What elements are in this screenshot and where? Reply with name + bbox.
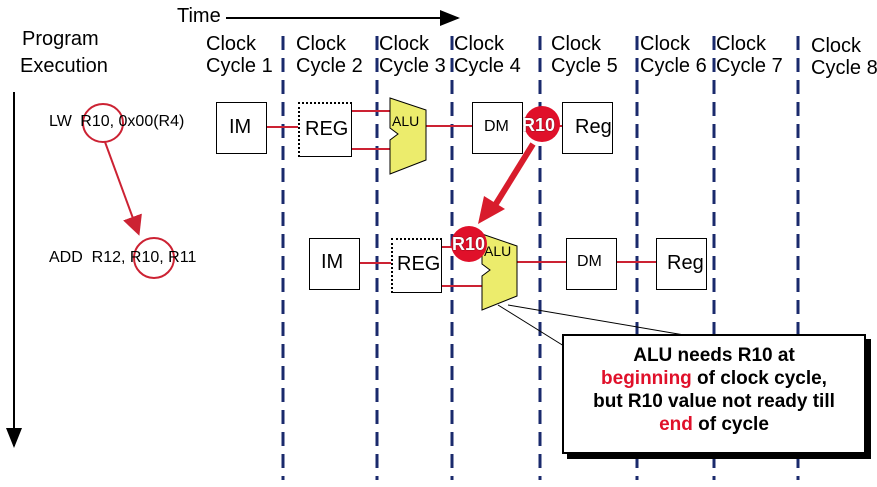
lw-im-label: IM [229,116,252,138]
add-reg-stage [391,238,442,293]
clock-cycle-3-line1: Clock [379,33,430,55]
callout-beginning-word: beginning [601,368,692,389]
clock-cycle-7-line1: Clock [716,33,767,55]
add-instruction: ADD R12, R10, R11 [49,250,196,266]
lw-instruction: LW R10, 0x00(R4) [49,114,184,130]
add-r10-circle [133,237,175,279]
callout-end-word: end [659,414,693,435]
clock-cycle-5-line2: Cycle 5 [551,55,618,77]
add-dm-label: DM [577,253,602,270]
add-r10-badge [451,226,487,262]
clock-cycle-4-line1: Clock [454,33,505,55]
callout-line-1: ALU needs R10 at [633,345,795,366]
lw-opcode: LW [49,113,72,130]
time-label: Time [177,5,221,27]
clock-cycle-7-line2: Cycle 7 [716,55,783,77]
lw-r10-badge [524,106,560,142]
add-reg-label: REG [397,253,441,275]
forwarding-arrow [491,142,536,209]
add-r10-badge-label: R10 [452,234,486,254]
add-im-label: IM [321,251,344,273]
clock-cycle-1-line2: Cycle 1 [206,55,273,77]
add-operands: , R11 [159,249,197,266]
callout-pointer-b [507,304,691,337]
callout-line-2: beginning of clock cycle, [564,367,864,390]
callout-line-3: but R10 value not ready till [593,391,835,412]
lw-r10-circle [82,103,124,143]
add-opcode: ADD R12, [49,249,130,266]
add-dm-stage [566,238,617,290]
add-im-stage [309,238,360,290]
lw-r10-badge-label: R10 [522,115,556,135]
clock-cycle-2-line2: Cycle 2 [296,55,363,77]
add-wb-label: Reg [667,252,704,274]
execution-label: Execution [20,55,108,77]
lw-reg-stage [298,102,352,157]
lw-dm-stage [472,102,523,154]
clock-cycle-8-line1: Clock [811,35,862,57]
add-alu-shape [481,233,518,311]
clock-cycle-8-line2: Cycle 8 [811,57,877,79]
clock-cycle-6-line2: Cycle 6 [640,55,707,77]
clock-cycle-4-line2: Cycle 4 [454,55,521,77]
lw-operands: , 0x00(R4) [109,113,185,130]
add-alu-label: ALU [484,243,512,259]
lw-dm-label: DM [484,118,509,135]
hazard-callout: ALU needs R10 at beginning of clock cycl… [562,334,866,454]
callout-line-2-rest: of clock cycle, [691,368,827,389]
clock-cycle-6-line1: Clock [640,33,691,55]
lw-im-stage [216,102,267,154]
lw-alu-shape [389,97,427,175]
add-wb-stage [656,238,707,290]
callout-line-4-rest: of cycle [692,414,769,435]
lw-alu-label: ALU [392,113,420,129]
callout-line-4: end of cycle [564,413,864,436]
dependency-arrow [104,141,142,236]
clock-cycle-3-line2: Cycle 3 [379,55,446,77]
program-label: Program [22,28,99,50]
lw-reg-label: REG [305,118,349,140]
clock-cycle-2-line1: Clock [296,33,347,55]
clock-cycle-1-line1: Clock [206,33,257,55]
forwarding-arrow-head [478,196,505,224]
lw-wb-label: Reg [575,116,612,138]
lw-wb-stage [562,102,613,154]
lw-dest-register: R10 [80,113,110,130]
clock-cycle-5-line1: Clock [551,33,602,55]
add-source-register: R10 [129,249,160,266]
